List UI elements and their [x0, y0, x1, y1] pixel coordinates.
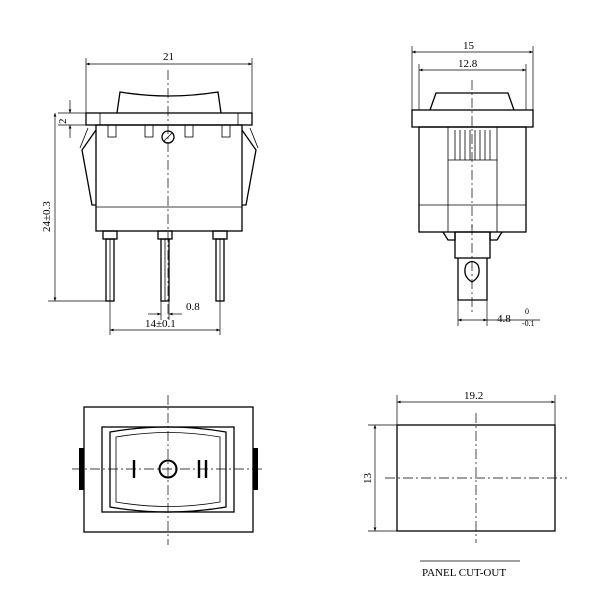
panel-cutout: 19.2 13 PANEL CUT-OUT — [362, 390, 567, 579]
front-flange — [85, 112, 253, 126]
dim-front-width: 21 — [163, 51, 174, 63]
left-clip — [81, 129, 97, 206]
dim-side-inner-width: 12.8 — [458, 58, 478, 70]
side-view: 15 12.8 4.8 0 -0.1 — [411, 40, 540, 328]
dim-pin-width: 0.8 — [186, 301, 200, 313]
dim-tab-tol-upper: 0 — [525, 307, 529, 316]
side-flange — [411, 109, 534, 128]
side-body — [418, 126, 527, 233]
dim-tab-tol-lower: -0.1 — [522, 319, 535, 328]
right-clip — [241, 129, 257, 206]
dim-cutout-width: 19.2 — [464, 390, 483, 402]
dim-pin-pitch: 14±0.1 — [145, 318, 176, 330]
pin-right — [212, 230, 228, 302]
pin-center — [157, 230, 173, 302]
front-body — [95, 124, 243, 232]
dim-top-height: 2 — [57, 119, 69, 125]
dim-tab-width: 4.8 — [497, 313, 511, 325]
rocker-top — [116, 91, 222, 114]
symbol-on — [197, 460, 208, 478]
side-terminal — [442, 225, 503, 312]
symbol-center — [158, 459, 178, 479]
panel-cutout-label: PANEL CUT-OUT — [422, 567, 506, 579]
top-view — [72, 395, 265, 545]
dim-cutout-height: 13 — [362, 473, 374, 485]
dim-body-height: 24±0.3 — [41, 201, 53, 232]
dim-side-width: 15 — [463, 40, 475, 52]
pin-left — [102, 230, 118, 302]
front-view: 21 2 24±0.3 0.8 14±0.1 — [41, 51, 259, 335]
side-ribs — [448, 130, 497, 161]
